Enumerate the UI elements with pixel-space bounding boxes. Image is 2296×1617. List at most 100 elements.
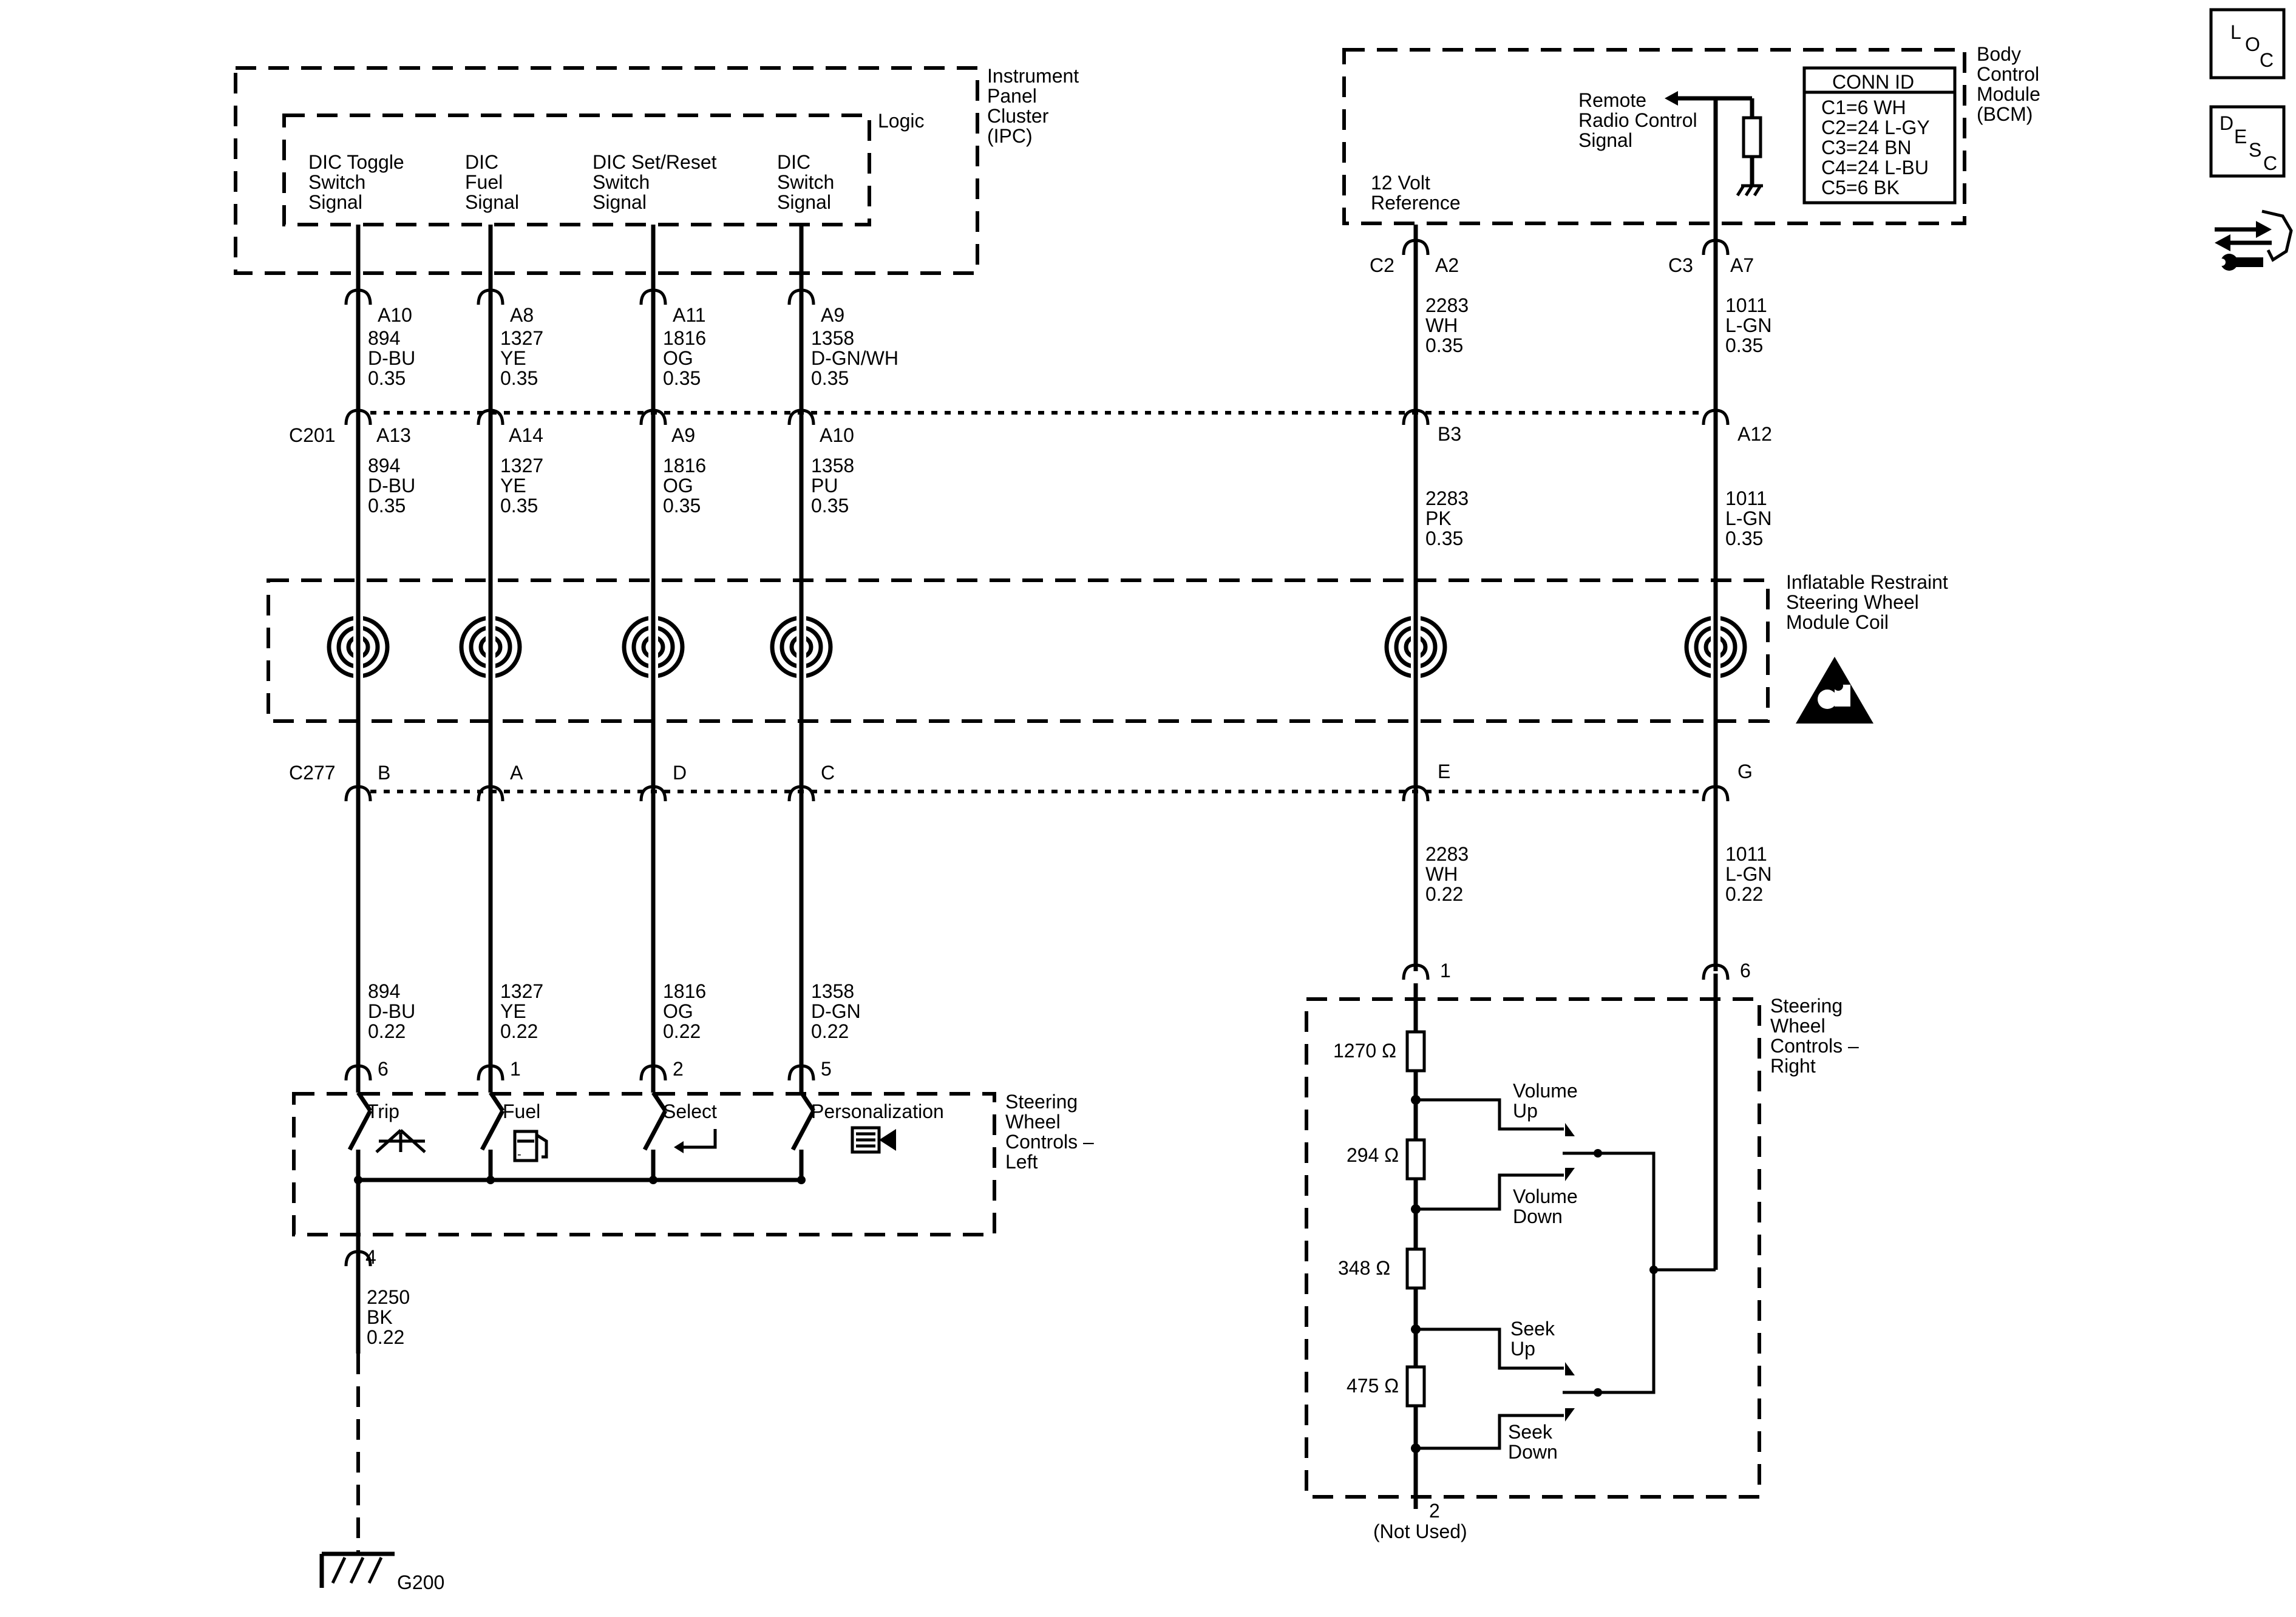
radio-switch-network xyxy=(1416,1098,1716,1450)
logic-label: Logic xyxy=(878,110,925,132)
bottom-pin-note: (Not Used) xyxy=(1373,1520,1467,1542)
ground-symbol-icon xyxy=(319,1551,395,1588)
ground-wire-label: 2250 BK 0.22 xyxy=(367,1286,415,1348)
airbag-warning-icon xyxy=(1796,657,1873,724)
c201-connector-right-0 xyxy=(1402,408,1430,425)
location-icon[interactable]: L O C xyxy=(2209,8,2286,80)
ipc-signal-fuel: DIC Fuel Signal xyxy=(465,151,519,213)
resistor-294 xyxy=(1405,1138,1426,1181)
bcm-c2-label: C2 xyxy=(1370,254,1394,276)
switch-personalization-label: Personalization xyxy=(811,1100,944,1122)
c277-connector-3 xyxy=(787,785,815,802)
swc-left-pin-3: 5 xyxy=(821,1058,832,1080)
bcm-a2-pin: A2 xyxy=(1435,254,1459,276)
bcm-c3-label: C3 xyxy=(1668,254,1693,276)
swc-right-connector-0 xyxy=(1402,963,1430,980)
resistor-348 xyxy=(1405,1247,1426,1290)
description-icon[interactable]: D E S C xyxy=(2209,105,2286,178)
trip-road-icon xyxy=(375,1129,426,1153)
c277-pin-left-1: A xyxy=(510,762,523,784)
ipc-connector-0 xyxy=(344,288,372,305)
c277-pin-left-2: D xyxy=(673,762,687,784)
ipc-connector-3 xyxy=(787,288,815,305)
switch-blade-1 xyxy=(480,1110,505,1151)
c201-connector-2 xyxy=(639,408,667,425)
repair-tools-icon[interactable] xyxy=(2215,209,2293,271)
c277-pin-right-0: E xyxy=(1438,761,1450,782)
c201-pin-left-1: A14 xyxy=(509,424,543,446)
coil-spiral-left-1 xyxy=(459,615,522,679)
c277-pin-right-1: G xyxy=(1737,761,1753,782)
c277-pin-left-0: B xyxy=(378,762,390,784)
swc-left-pin-2: 2 xyxy=(673,1058,684,1080)
switch-blade-2 xyxy=(642,1110,668,1151)
ipc-signal-switch: DIC Switch Signal xyxy=(777,151,840,213)
ground-pin: 4 xyxy=(365,1246,376,1268)
c201-pin-right-1: A12 xyxy=(1737,423,1772,445)
bcm-name: Body Control Module (BCM) xyxy=(1977,43,2046,125)
swc-left-pin-1: 1 xyxy=(510,1058,521,1080)
swc-left-pin-0: 6 xyxy=(378,1058,389,1080)
resistor-1270-label: 1270 Ω xyxy=(1333,1040,1396,1062)
swc-left-connector-3 xyxy=(787,1064,815,1081)
c201-label: C201 xyxy=(289,424,336,446)
c201-connector-1 xyxy=(477,408,504,425)
bcm-pullup-resistor xyxy=(1665,91,1763,225)
ipc-connector-2 xyxy=(639,288,667,305)
conn-id-c4: C4=24 L-BU xyxy=(1821,157,1929,178)
c277-connector-right-1 xyxy=(1702,785,1730,802)
swc-right-pin-1: 6 xyxy=(1740,960,1751,981)
resistor-1270 xyxy=(1405,1030,1426,1073)
coil-spiral-left-3 xyxy=(770,615,833,679)
c277-connector-1 xyxy=(477,785,504,802)
ipc-pin-0: A10 xyxy=(378,304,412,326)
conn-id-c1: C1=6 WH xyxy=(1821,97,1906,118)
bcm-module-box xyxy=(1342,48,1966,225)
svg-text:L: L xyxy=(2230,21,2241,43)
ground-g200-label: G200 xyxy=(397,1571,444,1593)
coil-spiral-left-0 xyxy=(327,615,390,679)
switch-trip-label: Trip xyxy=(367,1100,399,1122)
conn-id-header: CONN ID xyxy=(1832,71,1914,93)
c277-connector-0 xyxy=(344,785,372,802)
select-enter-icon xyxy=(674,1129,717,1153)
personalization-icon xyxy=(851,1126,896,1154)
coil-spiral-right-0 xyxy=(1384,615,1447,679)
resistor-475 xyxy=(1405,1365,1426,1408)
seek-down-label: Seek Down xyxy=(1508,1421,1558,1463)
svg-text:C: C xyxy=(2260,49,2274,71)
coil-spiral-right-1 xyxy=(1684,615,1747,679)
bcm-connector-0 xyxy=(1402,239,1430,256)
c201-connector-0 xyxy=(344,408,372,425)
switch-fuel-label: Fuel xyxy=(503,1100,540,1122)
swc-left-name: Steering Wheel Controls – Left xyxy=(1005,1091,1099,1173)
conn-id-c2: C2=24 L-GY xyxy=(1821,117,1930,138)
swc-left-connector-0 xyxy=(344,1064,372,1081)
svg-text:D: D xyxy=(2220,112,2233,134)
c201-connector-right-1 xyxy=(1702,408,1730,425)
switch-select-label: Select xyxy=(663,1100,717,1122)
c201-connector-3 xyxy=(787,408,815,425)
volume-down-label: Volume Down xyxy=(1513,1185,1583,1227)
coil-label: Inflatable Restraint Steering Wheel Modu… xyxy=(1786,571,1954,633)
switch-blade-3 xyxy=(790,1110,816,1151)
swc-left-box xyxy=(292,1092,996,1236)
volume-up-label: Volume Up xyxy=(1513,1080,1583,1122)
svg-text:-: - xyxy=(517,1148,521,1161)
swc-right-name: Steering Wheel Controls – Right xyxy=(1770,995,1864,1077)
c201-pin-left-2: A9 xyxy=(671,424,695,446)
c201-pin-left-0: A13 xyxy=(376,424,411,446)
c277-pin-left-3: C xyxy=(821,762,835,784)
ipc-name: Instrument Panel Cluster (IPC) xyxy=(987,65,1084,147)
